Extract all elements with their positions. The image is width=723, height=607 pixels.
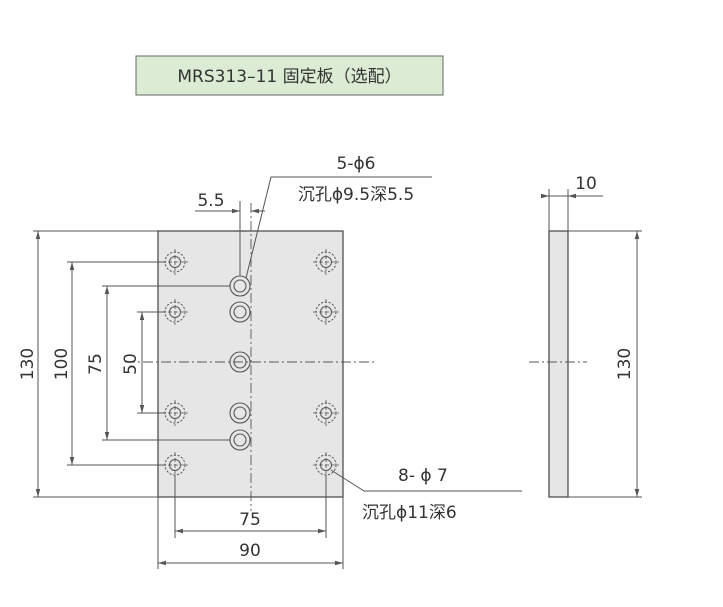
corner-hole (313, 400, 339, 426)
center-hole (229, 402, 251, 424)
corner-hole (313, 249, 339, 275)
bore-circle (233, 305, 247, 319)
side-view: 10 130 (529, 174, 642, 498)
leader-line (245, 176, 432, 279)
dimension-outer-hole-span: 100 (52, 261, 166, 466)
dimension-text: 50 (121, 353, 141, 375)
callout-spec: 8- ϕ 7 (398, 466, 448, 486)
callout-counterbore: 沉孔ϕ9.5深5.5 (298, 185, 414, 205)
leader-line (330, 469, 522, 492)
dimension-text: 75 (239, 510, 261, 530)
dimension-text: 75 (86, 353, 106, 375)
plate-side (548, 230, 569, 498)
title-label: MRS313–11 固定板（选配） (135, 55, 444, 96)
bore-circle (233, 406, 247, 420)
dimension-center-hole-span: 75 (86, 285, 230, 441)
dimension-height: 130 (18, 230, 158, 498)
dimension-text: 100 (52, 348, 72, 380)
dimension-text: 10 (575, 174, 597, 194)
callout-spec: 5-ϕ6 (337, 154, 376, 174)
dimension-side-height: 130 (568, 230, 642, 498)
dimension-text: 90 (239, 541, 261, 561)
dimension-hole-width-span: 75 (174, 475, 327, 538)
front-view: 130 100 75 50 75 (18, 154, 522, 569)
counterbore-circle (229, 301, 251, 323)
dimension-text: 130 (615, 348, 635, 380)
dimension-width: 90 (157, 497, 344, 569)
bore-circle (233, 433, 247, 447)
plate-front (157, 230, 344, 498)
bore-circle (233, 279, 247, 293)
center-hole (229, 301, 251, 323)
dimension-offset: 5.5 (195, 191, 265, 276)
dimension-inner-hole-span: 50 (121, 311, 166, 414)
callout-small-holes: 5-ϕ6 沉孔ϕ9.5深5.5 (245, 154, 432, 279)
dimension-text: 5.5 (197, 191, 224, 211)
dimension-thickness: 10 (541, 174, 603, 231)
callout-corner-holes: 8- ϕ 7 沉孔ϕ11深6 (330, 466, 522, 523)
title-text: MRS313–11 固定板（选配） (177, 67, 401, 87)
callout-counterbore: 沉孔ϕ11深6 (362, 503, 457, 523)
dimension-text: 130 (18, 348, 38, 380)
corner-hole (313, 299, 339, 325)
title-box (135, 55, 444, 96)
counterbore-circle (229, 402, 251, 424)
